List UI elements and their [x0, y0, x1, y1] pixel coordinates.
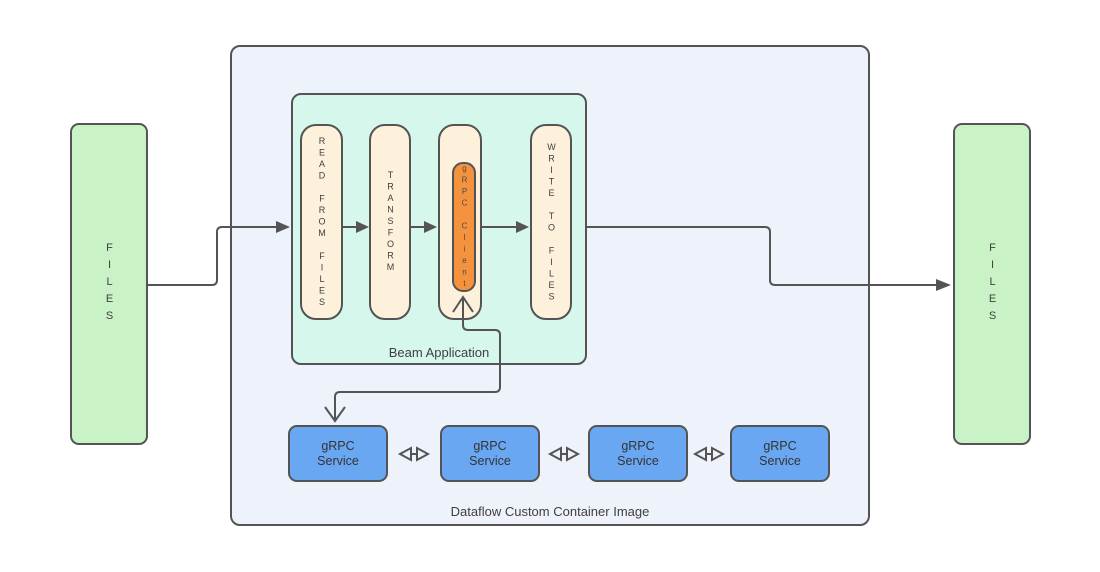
grpc-service-node-4: gRPC Service [730, 425, 830, 482]
grpc-service-node-1: gRPC Service [288, 425, 388, 482]
files-input-node: FILES [70, 123, 148, 445]
grpc-service-4-line2: Service [759, 453, 801, 468]
files-output-label: FILES [986, 241, 999, 327]
grpc-service-4-line1: gRPC [763, 438, 797, 453]
read-from-files-node: READ FROM FILES [300, 124, 343, 320]
write-to-files-label: WRITE TO FILES [546, 141, 557, 303]
grpc-service-1-line2: Service [317, 453, 359, 468]
write-to-files-node: WRITE TO FILES [530, 124, 572, 320]
grpc-service-node-3: gRPC Service [588, 425, 688, 482]
grpc-service-2-line2: Service [469, 453, 511, 468]
grpc-service-node-2: gRPC Service [440, 425, 540, 482]
files-output-node: FILES [953, 123, 1031, 445]
transform-label: TRANSFORM [385, 170, 396, 274]
beam-application-label: Beam Application [388, 345, 490, 360]
grpc-service-2-line1: gRPC [473, 438, 507, 453]
grpc-service-1-line1: gRPC [321, 438, 355, 453]
transform-node: TRANSFORM [369, 124, 411, 320]
read-from-files-label: READ FROM FILES [317, 135, 327, 309]
grpc-service-3-line2: Service [617, 453, 659, 468]
files-input-label: FILES [103, 241, 116, 327]
grpc-client-label: gRPC Client [460, 163, 469, 291]
grpc-client-node: gRPC Client [452, 162, 476, 292]
grpc-service-3-line1: gRPC [621, 438, 655, 453]
dataflow-container-label: Dataflow Custom Container Image [450, 504, 650, 519]
